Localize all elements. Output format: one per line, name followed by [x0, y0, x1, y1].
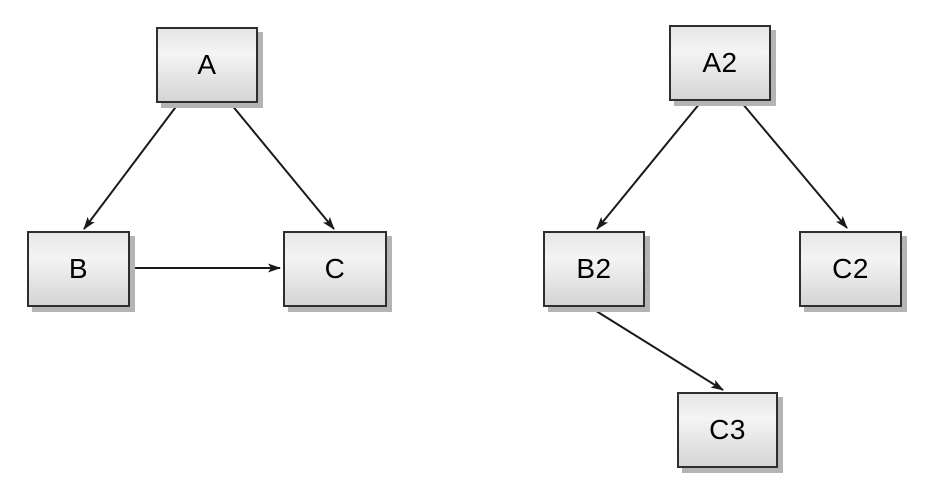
edge-a-to-b[interactable]: [83, 103, 179, 230]
node-c3[interactable]: C3: [677, 392, 778, 468]
node-label: A2: [702, 47, 738, 78]
node-a[interactable]: A: [156, 27, 258, 103]
node-label: B2: [576, 253, 612, 284]
node-label: C2: [832, 253, 869, 284]
edge-a-to-c[interactable]: [230, 103, 335, 230]
node-label: A: [197, 49, 217, 80]
edge-a2-to-c2[interactable]: [741, 102, 848, 229]
node-label: C: [324, 253, 346, 284]
node-b2[interactable]: B2: [543, 231, 645, 307]
node-c[interactable]: C: [283, 231, 387, 307]
edge-b2-to-c3[interactable]: [592, 308, 724, 391]
node-a2[interactable]: A2: [669, 25, 771, 101]
edge-a2-to-b2[interactable]: [596, 102, 701, 230]
node-label: B: [68, 253, 89, 284]
node-c2[interactable]: C2: [799, 231, 902, 307]
node-label: C3: [709, 414, 746, 445]
node-b[interactable]: B: [27, 231, 130, 307]
